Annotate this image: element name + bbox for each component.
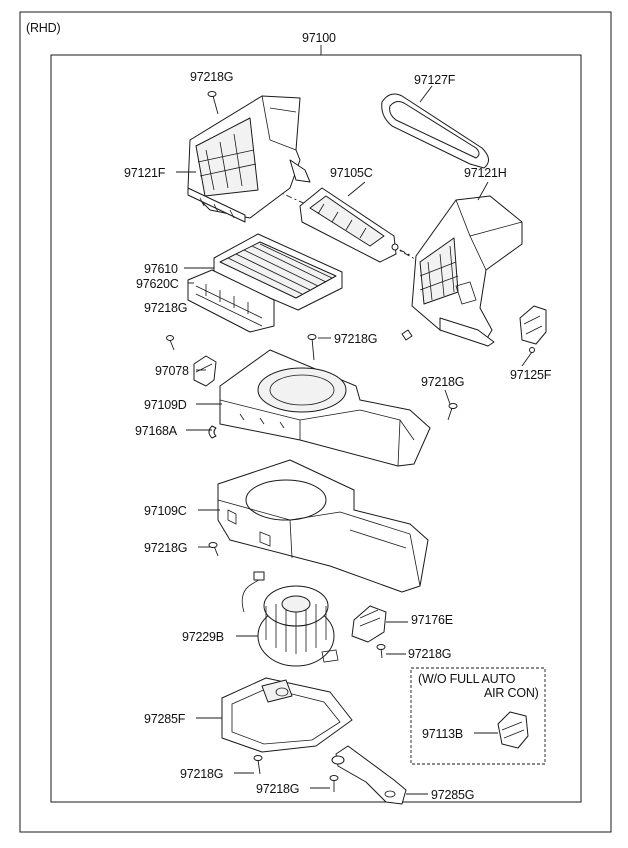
actuator-part — [193, 355, 217, 387]
label-actuator: 97078 — [155, 364, 189, 378]
screw-lower-case-part — [208, 542, 219, 557]
duct-part — [331, 745, 407, 805]
label-filter: 97610 — [144, 262, 178, 276]
option-box-line1: (W/O FULL AUTO — [418, 672, 516, 686]
screw-bottom-left-part — [253, 755, 263, 775]
option-box-line2: AIR CON) — [484, 686, 539, 700]
label-case-right: 97121H — [464, 166, 507, 180]
option-dotted-box — [410, 667, 546, 765]
blower-motor-part — [241, 571, 339, 667]
label-actuator-right: 97125F — [510, 368, 552, 382]
label-clip: 97168A — [135, 424, 177, 438]
label-bottom-cover: 97285F — [144, 712, 186, 726]
bottom-cover-part — [221, 677, 353, 753]
label-lower-case: 97109C — [144, 504, 187, 518]
leader-lines — [176, 85, 533, 795]
label-screw-top: 97218G — [190, 70, 234, 84]
upper-case-part — [219, 349, 431, 467]
label-screw-lower-case: 97218G — [144, 541, 188, 555]
screw-bottom-center-part — [329, 775, 339, 792]
label-blower-motor: 97229B — [182, 630, 224, 644]
label-upper-case: 97109D — [144, 398, 187, 412]
outer-frame — [19, 11, 612, 833]
case-right-part — [401, 195, 523, 347]
lower-case-part — [217, 459, 429, 593]
label-screw-bottom-center: 97218G — [256, 782, 300, 796]
clip-part — [208, 425, 217, 439]
resistor-part — [351, 605, 387, 643]
label-screw-mid-left: 97218G — [144, 301, 188, 315]
label-case-left: 97121F — [124, 166, 166, 180]
filter-cover-part — [187, 269, 275, 333]
assembly-label: 97100 — [302, 31, 336, 45]
header-note: (RHD) — [26, 21, 61, 35]
label-door: 97105C — [330, 166, 373, 180]
label-duct: 97285G — [431, 788, 475, 802]
label-seal: 97127F — [414, 73, 456, 87]
label-filter-cover: 97620C — [136, 277, 179, 291]
label-screw-resistor: 97218G — [408, 647, 452, 661]
label-screw-mid-right: 97218G — [421, 375, 465, 389]
case-left-part — [187, 95, 311, 223]
screw-mid-center-part — [307, 334, 317, 361]
filter-part — [213, 233, 343, 311]
option-resistor-part — [497, 711, 529, 749]
screw-mid-right-part — [447, 403, 458, 421]
actuator-right-part — [519, 305, 547, 353]
screw-resistor-part — [376, 644, 386, 659]
label-screw-mid-center: 97218G — [334, 332, 378, 346]
door-part — [299, 187, 399, 263]
screw-top-part — [207, 91, 219, 115]
label-screw-bottom-left: 97218G — [180, 767, 224, 781]
screw-mid-left-part — [166, 335, 175, 351]
label-option-resistor: 97113B — [422, 727, 463, 741]
seal-part — [381, 93, 489, 169]
assembly-frame — [50, 54, 582, 803]
label-resistor: 97176E — [411, 613, 453, 627]
